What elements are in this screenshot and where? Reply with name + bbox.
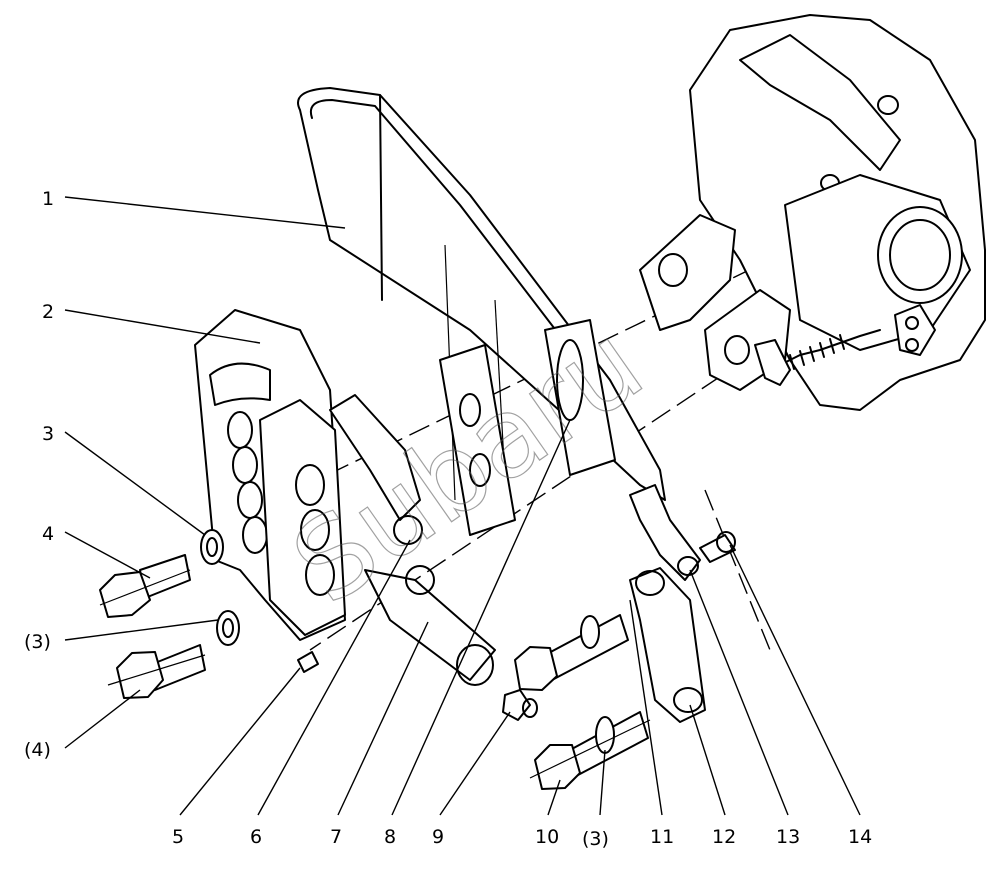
part-13-clevis <box>629 484 701 581</box>
part-11-12-arm <box>629 567 706 723</box>
actuator-assembly <box>639 14 986 411</box>
part-2-housing <box>194 309 346 641</box>
callout-13: 13 <box>776 826 800 848</box>
callout-8: 8 <box>384 826 396 848</box>
callout-1: 1 <box>42 188 54 210</box>
bolt-upper-right <box>514 614 629 691</box>
part-5-fitting <box>297 651 319 673</box>
part-14-pin <box>699 531 736 563</box>
leader-lines <box>64 196 861 816</box>
callout-4-ref: (4) <box>24 739 51 761</box>
callout-labels: 1 2 3 4 (3) (4) 5 6 7 8 9 10 (3) 11 12 1… <box>24 188 872 850</box>
part-plate <box>439 319 616 536</box>
part-6-7-lever <box>329 394 496 686</box>
callout-3: 3 <box>42 423 54 445</box>
bolt-4-upper <box>99 554 191 618</box>
washers <box>200 529 240 646</box>
callout-3-ref-b: (3) <box>582 828 609 850</box>
callout-12: 12 <box>712 826 736 848</box>
callout-2: 2 <box>42 301 54 323</box>
callout-5: 5 <box>172 826 184 848</box>
callout-6: 6 <box>250 826 262 848</box>
callout-14: 14 <box>848 826 872 848</box>
callout-3-ref: (3) <box>24 631 51 653</box>
callout-4: 4 <box>42 523 54 545</box>
callout-9: 9 <box>432 826 444 848</box>
callout-10: 10 <box>535 826 559 848</box>
callout-7: 7 <box>330 826 342 848</box>
bolt-4-lower <box>107 644 206 699</box>
part-10-bolt <box>529 711 651 790</box>
callout-11: 11 <box>650 826 674 848</box>
